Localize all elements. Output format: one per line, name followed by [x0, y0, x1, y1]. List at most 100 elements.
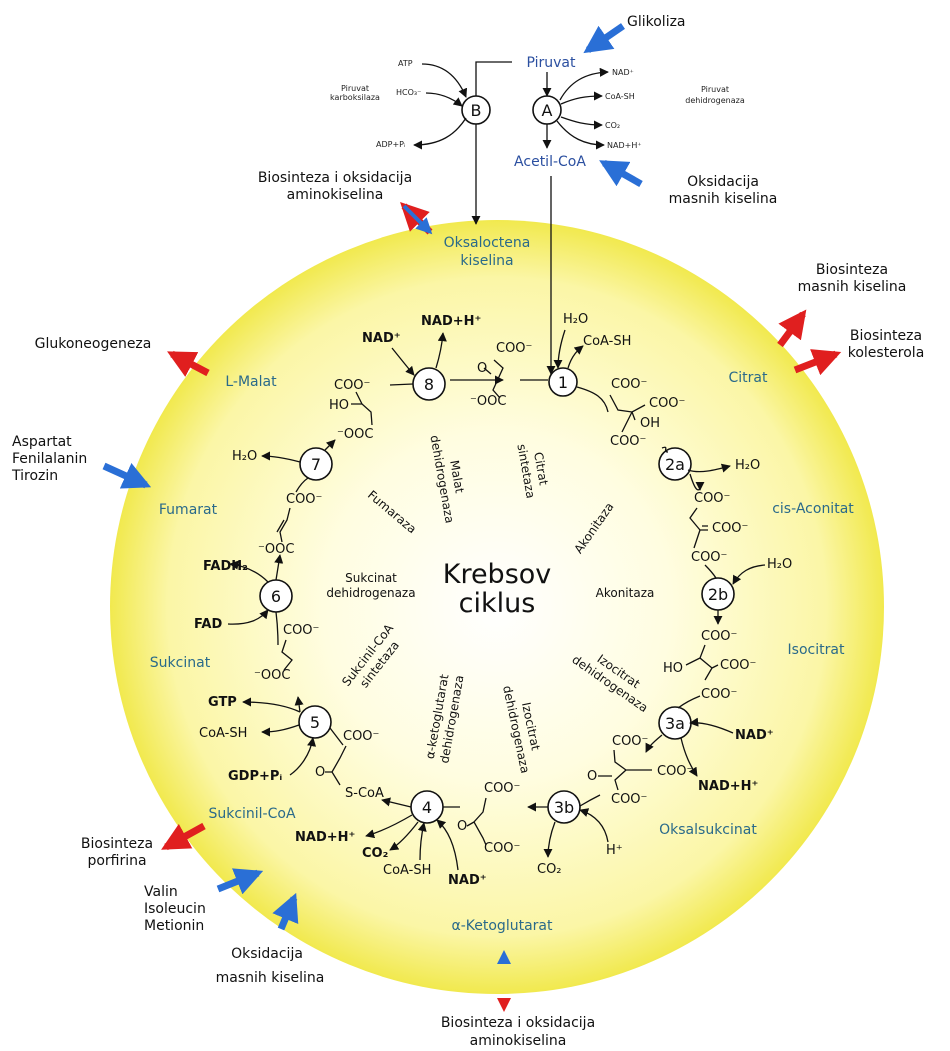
step-6: 6: [259, 579, 293, 613]
cofactor-nad-a: NAD⁺: [612, 68, 634, 77]
biosinteza-kolesterola-arrow: [793, 349, 842, 376]
step-7: 7: [299, 447, 333, 481]
nadh-4-arrow: [365, 814, 413, 839]
cofactor-nad-4: NAD⁺: [448, 873, 487, 888]
step-5: 5: [298, 705, 332, 739]
coash-a-arrow: [560, 91, 603, 105]
svg-text:COO⁻: COO⁻: [610, 434, 646, 449]
metabolite-citrat: Citrat: [729, 370, 768, 386]
cofactor-gtp: GTP: [208, 695, 237, 710]
cofactor-co2-3b: CO₂: [537, 862, 562, 877]
svg-text:COO⁻: COO⁻: [286, 492, 322, 507]
step-3b: 3b: [547, 790, 581, 824]
pathway-aspartat-3: Tirozin: [11, 468, 58, 484]
cofactor-hco3: HCO₃⁻: [396, 88, 421, 97]
svg-text:5: 5: [310, 713, 320, 732]
cycle-arrow-5-up: [294, 696, 304, 713]
pathway-biosinteza-amino-top-2: aminokiselina: [287, 187, 384, 203]
pathway-biosinteza-kolesterola-2: kolesterola: [848, 345, 925, 361]
h2o-2a-arrow: [687, 463, 731, 473]
adp-arrow: [413, 117, 467, 150]
structure-fumarate: COO⁻ ⁻OOC: [258, 492, 322, 557]
svg-text:COO⁻: COO⁻: [712, 521, 748, 536]
pathway-oksidacija-top-1: Oksidacija: [687, 174, 759, 190]
cofactor-h2o-7: H₂O: [232, 449, 257, 464]
cofactor-nad-3a: NAD⁺: [735, 728, 774, 743]
svg-text:A: A: [542, 101, 553, 120]
cycle-background: [110, 220, 884, 994]
svg-text:COO⁻: COO⁻: [611, 792, 647, 807]
svg-text:COO⁻: COO⁻: [343, 729, 379, 744]
svg-text:COO⁻: COO⁻: [649, 396, 685, 411]
svg-text:O: O: [477, 361, 487, 376]
biosinteza-amino-bottom-head-up: [497, 950, 511, 964]
structure-succinyl-coa: COO⁻ O S-CoA: [315, 729, 384, 801]
nad-3a-arrow: [689, 717, 734, 734]
structure-oxaloacetate: COO⁻ O ⁻OOC: [470, 341, 532, 409]
fad-arrow: [227, 609, 269, 625]
biosinteza-amino-bottom-head-down: [497, 998, 511, 1012]
cofactor-nadh-3a: NAD+H⁺: [698, 779, 758, 794]
svg-text:COO⁻: COO⁻: [701, 629, 737, 644]
cycle-arrow-to-7: [295, 477, 309, 493]
svg-text:4: 4: [422, 798, 432, 817]
cofactor-coash-1: CoA-SH: [583, 334, 631, 349]
glikoliza-arrow: [583, 23, 625, 54]
oksidacija-bottom-arrow: [272, 892, 299, 931]
svg-text:O: O: [587, 769, 597, 784]
svg-text:COO⁻: COO⁻: [701, 687, 737, 702]
cycle-arrow-to-2b: [704, 564, 717, 579]
metabolite-ketoglutarat: α-Ketoglutarat: [452, 918, 553, 934]
step-3a: 3a: [658, 706, 692, 740]
enzyme-piruvat-karboksilaza-2: karboksilaza: [330, 93, 380, 102]
svg-text:COO⁻: COO⁻: [657, 764, 693, 779]
cofactor-co2-4: CO₂: [362, 846, 388, 861]
biosinteza-amino-top-blue: [402, 204, 433, 235]
metabolite-oksaloctena-1: Oksaloctena: [444, 235, 531, 251]
svg-text:⁻OOC: ⁻OOC: [254, 668, 290, 683]
svg-text:COO⁻: COO⁻: [691, 550, 727, 565]
pathway-valin-1: Valin: [144, 884, 178, 900]
svg-text:7: 7: [311, 455, 321, 474]
svg-text:Citrat: Citrat: [531, 451, 551, 487]
pathway-biosinteza-amino-bottom-2: aminokiselina: [470, 1033, 567, 1049]
svg-text:⁻OOC: ⁻OOC: [258, 542, 294, 557]
cofactor-h2o-1: H₂O: [563, 312, 588, 327]
enzyme-sukcinat-dh-1: Sukcinat: [345, 571, 397, 585]
svg-text:3a: 3a: [665, 714, 685, 733]
metabolite-sukcinil-coa: Sukcinil-CoA: [208, 806, 295, 822]
step-8: 8: [412, 367, 446, 401]
pathway-biosinteza-amino-top-1: Biosinteza i oksidacija: [258, 170, 412, 186]
svg-text:COO⁻: COO⁻: [694, 491, 730, 506]
svg-text:B: B: [471, 101, 482, 120]
structure-l-malate: COO⁻ HO ⁻OOC: [329, 378, 373, 442]
pathway-biosinteza-amino-bottom-1: Biosinteza i oksidacija: [441, 1015, 595, 1031]
svg-text:HO: HO: [329, 398, 349, 413]
enzyme-piruvat-dh-2: dehidrogenaza: [685, 96, 745, 105]
pathway-porfirina-2: porfirina: [87, 853, 146, 869]
pathway-valin-3: Metionin: [144, 918, 204, 934]
cofactor-coash-5: CoA-SH: [199, 726, 247, 741]
cofactor-h-3b: H⁺: [606, 843, 623, 858]
enzyme-sukcinat-dh-2: dehidrogenaza: [326, 586, 415, 600]
enzyme-piruvat-karboksilaza-1: Piruvat: [341, 84, 369, 93]
pathway-biosinteza-masnih-1: Biosinteza: [816, 262, 888, 278]
cofactor-fad: FAD: [194, 617, 222, 632]
metabolite-oksaloctena-2: kiselina: [460, 253, 513, 269]
nad-a-arrow: [559, 67, 609, 101]
cofactor-coash-4: CoA-SH: [383, 863, 431, 878]
co2-a-arrow: [560, 116, 603, 130]
svg-text:COO⁻: COO⁻: [484, 781, 520, 796]
svg-text:3b: 3b: [554, 798, 574, 817]
hco3-arrow: [425, 92, 463, 107]
co2-3b-arrow: [543, 821, 556, 858]
pathway-valin-2: Isoleucin: [144, 901, 206, 917]
cofactor-nadh-a: NAD+H⁺: [607, 141, 642, 150]
pathway-glukoneogeneza: Glukoneogeneza: [35, 336, 152, 352]
pathway-porfirina-1: Biosinteza: [81, 836, 153, 852]
cofactor-h2o-2a: H₂O: [735, 458, 760, 473]
cycle-arrow-to-8: [389, 383, 414, 386]
cycle-arrow-to-3b: [579, 794, 601, 807]
nad-8-arrow: [391, 347, 415, 376]
enzyme-piruvat-dh-1: Piruvat: [701, 85, 729, 94]
